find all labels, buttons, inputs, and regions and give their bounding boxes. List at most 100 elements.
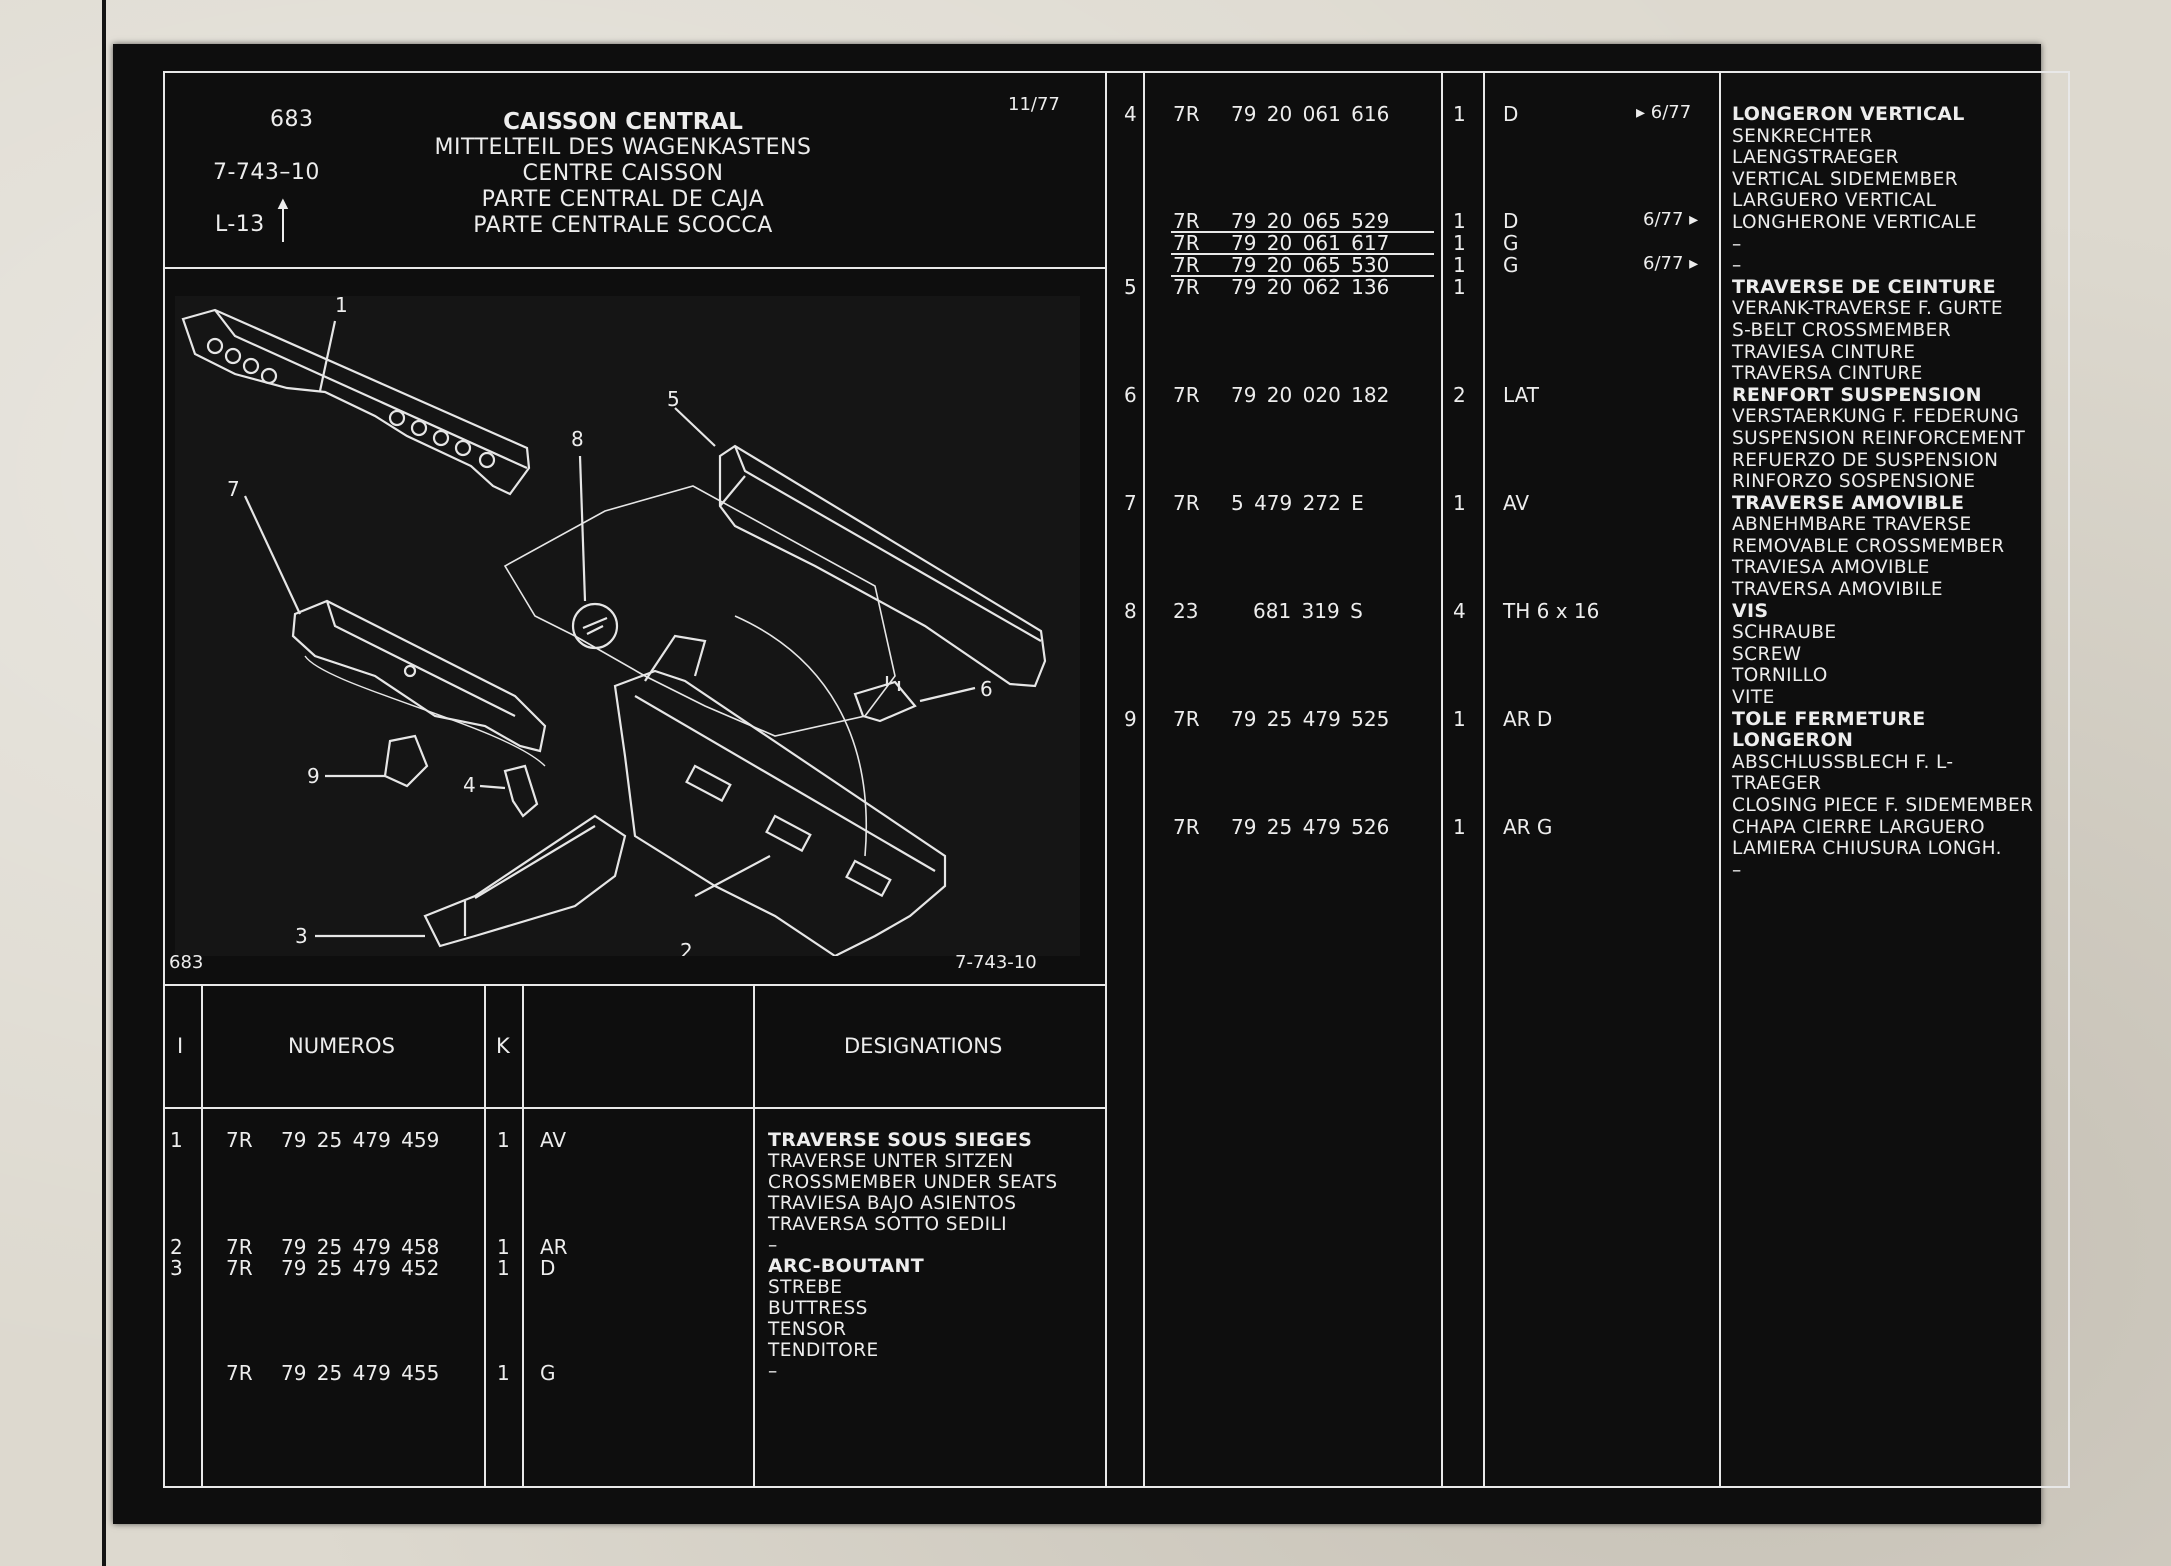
left-divider-k <box>522 984 524 1488</box>
designation-title: TRAVERSE DE CEINTURE <box>1732 275 1996 298</box>
part-6-suspension-reinforcement <box>853 676 976 723</box>
callout-4: 4 <box>463 773 476 797</box>
up-arrowhead-icon: ▲ <box>274 193 292 213</box>
right-row-8-index: 8 <box>1124 599 1137 623</box>
right-row-4-k: 1 <box>1453 102 1466 126</box>
designation-line: VERANK-TRAVERSE F. GURTE <box>1732 298 2003 320</box>
sheet-location: L-13 <box>215 212 265 237</box>
designation-title: LONGERON VERTICAL <box>1732 103 1965 125</box>
divider-index-col <box>1143 71 1145 1488</box>
designation-line: TRAVIESA AMOVIBLE <box>1732 557 1930 579</box>
designation-line: ABNEHMBARE TRAVERSE <box>1732 514 1972 536</box>
callout-2: 2 <box>680 939 693 956</box>
column-header-designations: DESIGNATIONS <box>844 1034 1003 1058</box>
part-5-belt-crossmember <box>674 407 1047 688</box>
right-row-4-number: 79 20 061 616 <box>1231 102 1390 126</box>
column-header-k: K <box>496 1034 510 1058</box>
part-9-closing-piece <box>325 734 429 788</box>
designation-line: TENSOR <box>768 1319 847 1340</box>
right-row-5-k: 1 <box>1453 275 1466 299</box>
right-row-4-position: D <box>1503 102 1519 126</box>
right-row-7-index: 7 <box>1124 491 1137 515</box>
right-row-4d-prefix: 7R <box>1173 253 1200 277</box>
right-row-4d-k: 1 <box>1453 253 1466 277</box>
page-edge-line <box>102 0 106 1566</box>
left-row-4-number: 79 25 479 455 <box>281 1361 440 1385</box>
right-row-4c-prefix: 7R <box>1173 231 1200 255</box>
part-3-buttress <box>315 814 627 948</box>
right-row-5-index: 5 <box>1124 275 1137 299</box>
right-row-9-number: 79 25 479 525 <box>1231 707 1390 731</box>
frame-bottom <box>163 1486 2070 1488</box>
callout-7: 7 <box>227 477 240 501</box>
right-row-9b-number: 79 25 479 526 <box>1231 815 1390 839</box>
frame-right <box>2068 71 2070 1488</box>
left-row-2-index: 2 <box>170 1235 183 1259</box>
right-row-4d-position: G <box>1503 253 1519 277</box>
right-designations: LONGERON VERTICAL SENKRECHTER LAENGSTRAE… <box>1732 103 2041 881</box>
designation-line: RINFORZO SOSPENSIONE <box>1732 471 1976 493</box>
diagram-reference: 7-743-10 <box>955 952 1037 973</box>
designation-title: RENFORT SUSPENSION <box>1732 383 1982 406</box>
right-row-6-position: LAT <box>1503 383 1539 407</box>
central-floor-panel <box>503 485 896 857</box>
right-row-9b-k: 1 <box>1453 815 1466 839</box>
part-8-screw <box>571 455 619 650</box>
callout-9: 9 <box>307 764 320 788</box>
left-divider-numbers <box>484 984 486 1488</box>
left-row-1-prefix: 7R <box>226 1128 253 1152</box>
title-line-it: PARTE CENTRALE SCOCCA <box>473 213 773 238</box>
left-row-3-number: 79 25 479 452 <box>281 1256 440 1280</box>
right-row-4-index: 4 <box>1124 102 1137 126</box>
left-row-4-k: 1 <box>497 1361 510 1385</box>
designation-dash: – <box>768 1235 778 1256</box>
designation-line: BUTTRESS <box>768 1298 868 1319</box>
title-line-en: CENTRE CAISSON <box>522 161 724 186</box>
designation-line: LONGHERONE VERTICALE <box>1732 211 1977 233</box>
right-row-9b-prefix: 7R <box>1173 815 1200 839</box>
divider-header <box>163 267 1107 269</box>
frame-left <box>163 71 165 1488</box>
part-7-removable-crossmember <box>244 495 547 753</box>
column-header-numbers: NUMEROS <box>288 1034 395 1058</box>
right-row-7-number: 5 479 272 E <box>1231 491 1364 515</box>
right-row-8-position: TH 6 x 16 <box>1503 599 1600 623</box>
right-row-5-prefix: 7R <box>1173 275 1200 299</box>
sheet-reference: 7-743–10 <box>213 160 320 185</box>
row-underline <box>1171 253 1434 255</box>
divider-desc-col <box>1719 71 1721 1488</box>
left-row-2-position: AR <box>540 1235 568 1259</box>
right-row-4c-k: 1 <box>1453 231 1466 255</box>
right-row-4b-prefix: 7R <box>1173 209 1200 233</box>
right-row-6-k: 2 <box>1453 383 1466 407</box>
designation-line: TRAVERSE UNTER SITZEN <box>768 1151 1014 1172</box>
callout-5: 5 <box>667 387 680 411</box>
title-line-de: MITTELTEIL DES WAGENKASTENS <box>434 135 812 160</box>
left-row-2-k: 1 <box>497 1235 510 1259</box>
designation-dash: – <box>1732 255 1742 277</box>
designation-line: SUSPENSION REINFORCEMENT <box>1732 427 2026 449</box>
part-4-vertical-sidemember <box>304 655 546 818</box>
right-row-7-k: 1 <box>1453 491 1466 515</box>
designation-title: VIS <box>1732 599 1769 622</box>
left-row-2-number: 79 25 479 458 <box>281 1235 440 1259</box>
right-row-9b-position: AR G <box>1503 815 1553 839</box>
left-row-3-position: D <box>540 1256 556 1280</box>
designation-line: TORNILLO <box>1732 665 1828 687</box>
designation-dash: – <box>1732 233 1742 255</box>
divider-k-col <box>1441 71 1443 1488</box>
left-row-1-number: 79 25 479 459 <box>281 1128 440 1152</box>
designation-line: TRAVIESA CINTURE <box>1732 341 1916 363</box>
right-row-6-index: 6 <box>1124 383 1137 407</box>
row-underline <box>1171 231 1434 233</box>
left-row-1-position: AV <box>540 1128 567 1152</box>
designation-line: SENKRECHTER LAENGSTRAEGER <box>1732 125 1899 169</box>
part-2-crossmember-rear <box>613 634 947 956</box>
callout-6: 6 <box>980 677 993 701</box>
designation-line: TRAVERSA CINTURE <box>1732 363 1923 385</box>
left-row-1-k: 1 <box>497 1128 510 1152</box>
designation-line: TRAVIESA BAJO ASIENTOS <box>768 1193 1017 1214</box>
left-row-3-prefix: 7R <box>226 1256 253 1280</box>
designation-title: ARC-BOUTANT <box>768 1255 925 1277</box>
divider-colhead <box>163 1107 1107 1109</box>
